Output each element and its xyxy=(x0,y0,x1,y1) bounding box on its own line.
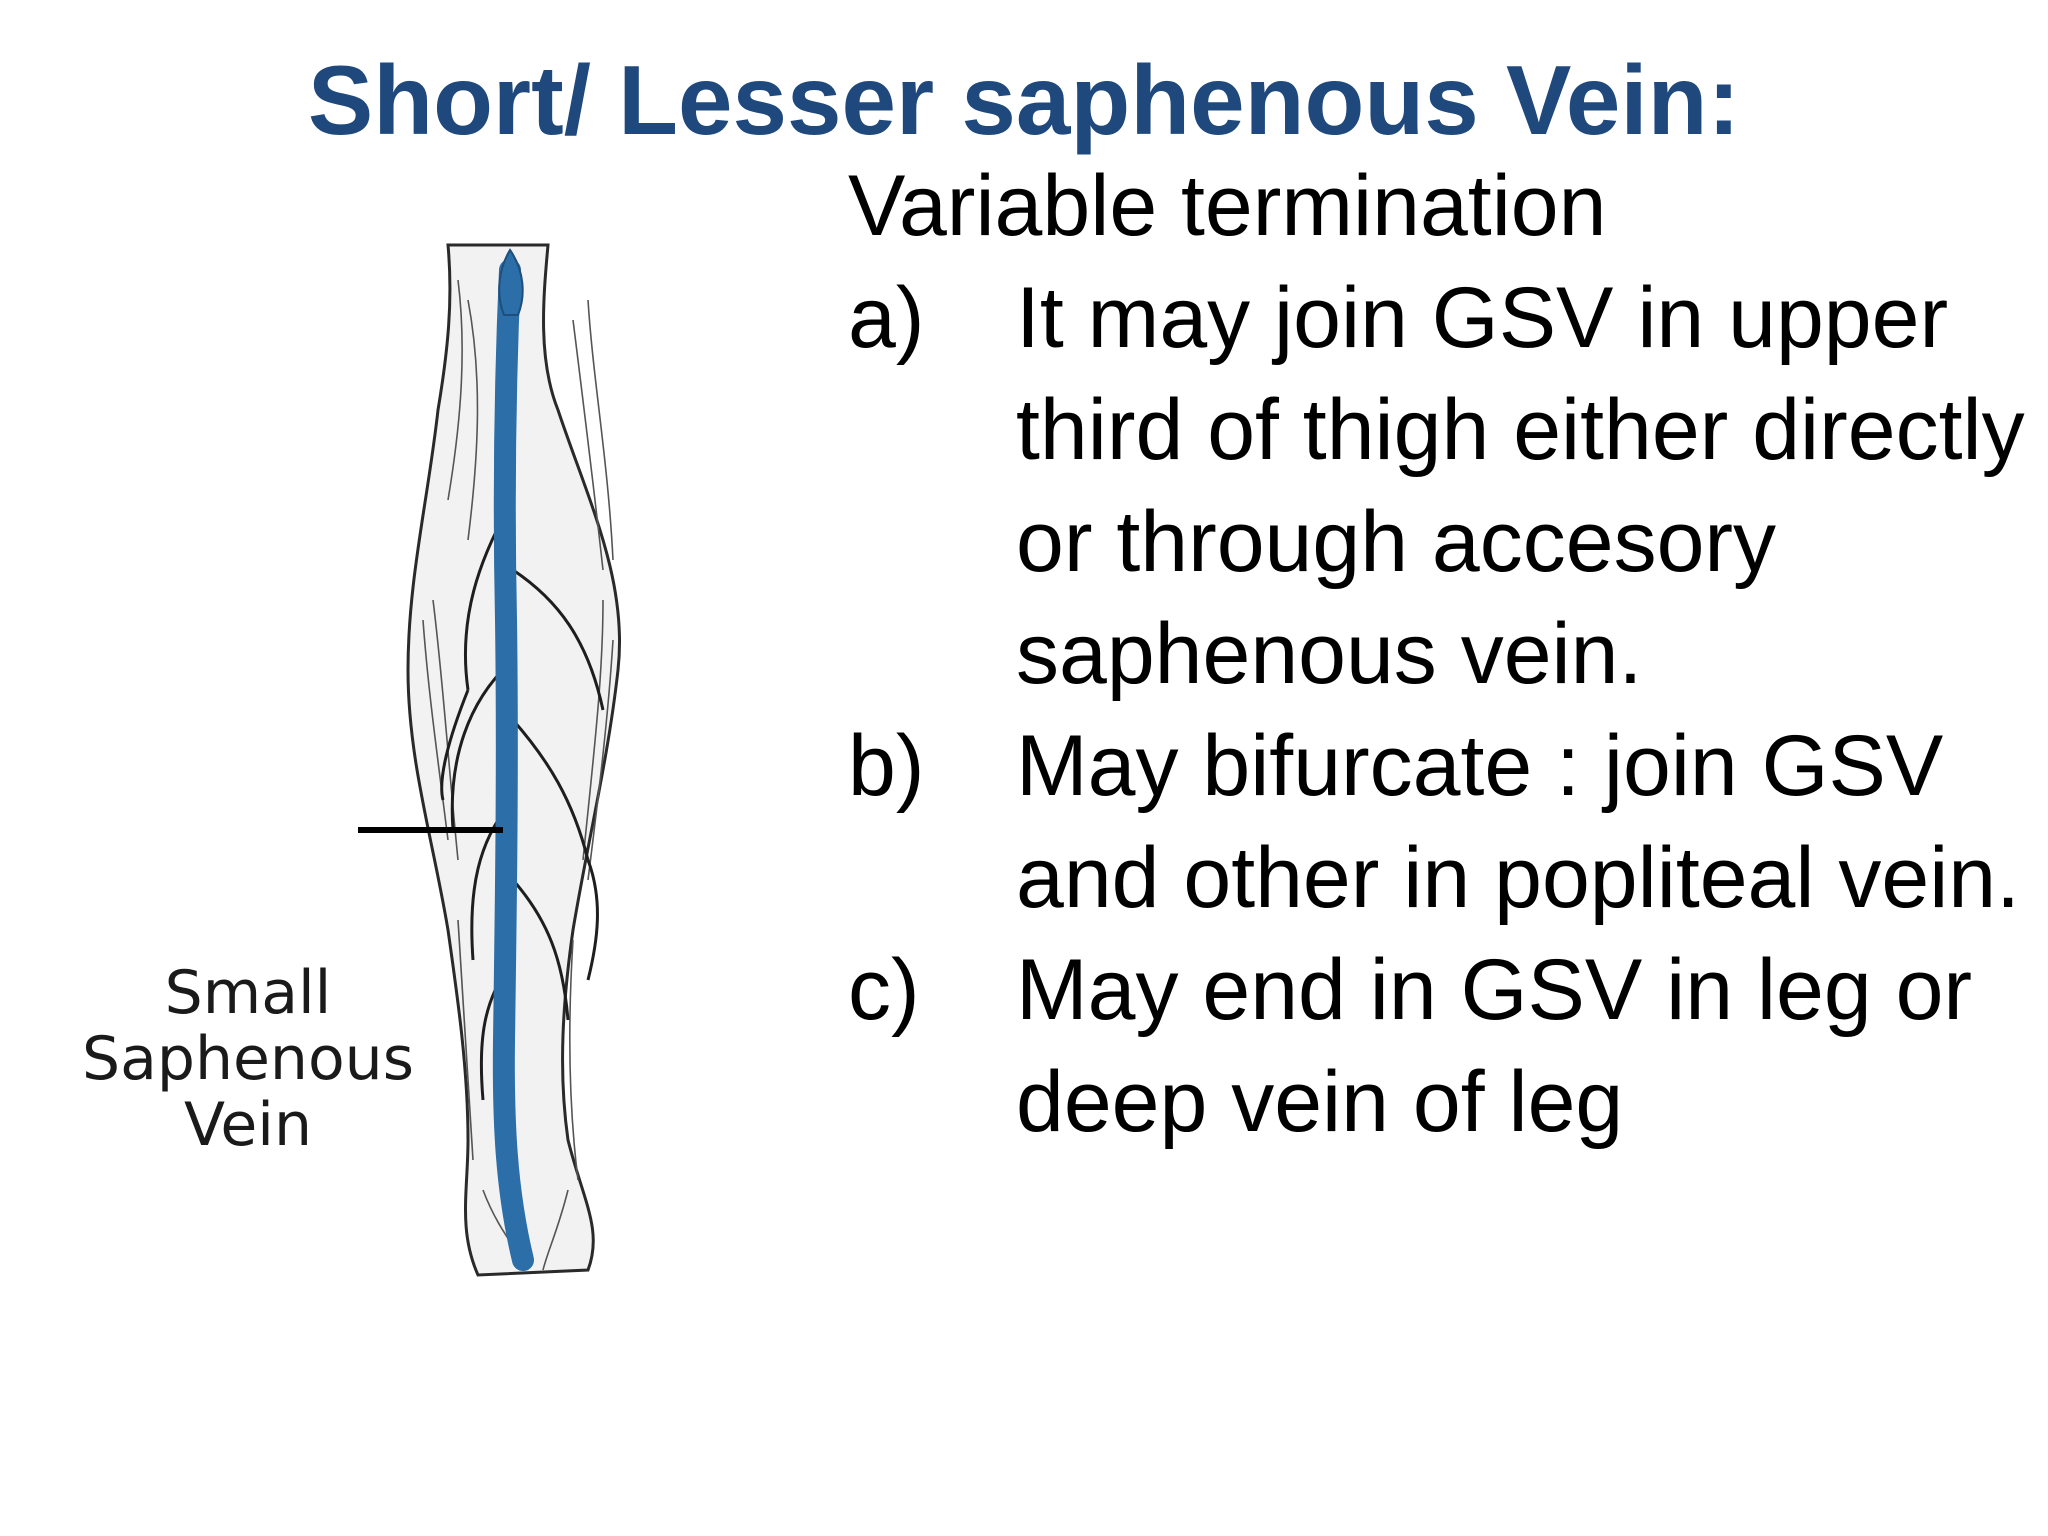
list-marker: a) xyxy=(848,270,925,366)
list-item: b) May bifurcate : join GSV and other in… xyxy=(848,710,2038,934)
slide-body: Variable termination a) It may join GSV … xyxy=(848,150,2038,1158)
list-item-text: May bifurcate : join GSV and other in po… xyxy=(1016,718,2021,926)
list-item: a) It may join GSV in upper third of thi… xyxy=(848,262,2038,710)
leg-drawing xyxy=(358,243,622,1277)
list-marker: c) xyxy=(848,942,920,1038)
figure-label-line: Small xyxy=(164,958,332,1028)
slide-title: Short/ Lesser saphenous Vein: xyxy=(307,45,1741,155)
leg-vein-illustration: Small Saphenous Vein xyxy=(28,240,788,1320)
small-saphenous-vein xyxy=(492,259,534,1271)
list-marker: b) xyxy=(848,718,925,814)
intro-text: Variable termination xyxy=(848,158,1607,254)
vein-termination xyxy=(498,248,524,316)
figure-label-line: Saphenous xyxy=(82,1024,414,1094)
list-item-text: It may join GSV in upper third of thigh … xyxy=(1016,270,2025,702)
list-item-text: May end in GSV in leg or deep vein of le… xyxy=(1016,942,1973,1150)
list-item: c) May end in GSV in leg or deep vein of… xyxy=(848,934,2038,1158)
figure-label: Small Saphenous Vein xyxy=(48,960,448,1158)
figure-label-line: Vein xyxy=(184,1090,312,1160)
